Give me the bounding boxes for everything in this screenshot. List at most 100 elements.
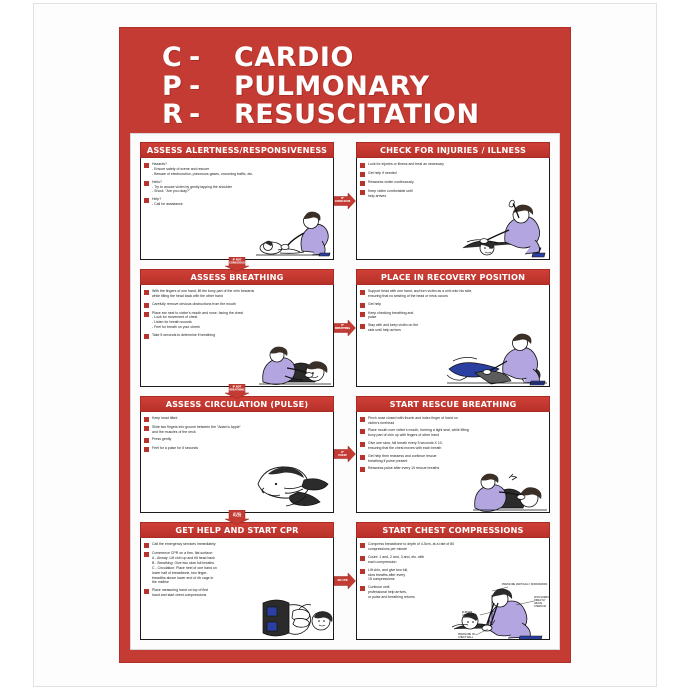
bullet-label: Lift chin, and give two full, slow breat… bbox=[368, 567, 409, 582]
svg-text:ABOVE: ABOVE bbox=[534, 602, 543, 605]
panel-check-injuries: CHECK FOR INJURIES / ILLNESS bbox=[356, 142, 550, 260]
bullet-label: Count: 1 and, 2 and, 3 and, etc. with ea… bbox=[368, 555, 425, 564]
bullet-item: Get help bbox=[360, 302, 546, 308]
svg-text:PRESSURE ON: PRESSURE ON bbox=[458, 633, 476, 636]
title-row-pulmonary: P - PULMONARY bbox=[162, 73, 560, 101]
bullet-list-chest-compressions: Compress breastbone to depth of 4-5cm, a… bbox=[360, 542, 546, 599]
bullet-square-icon bbox=[360, 454, 365, 460]
panel-title-assess-alertness: ASSESS ALERTNESS/RESPONSIVENESS bbox=[140, 142, 334, 159]
bullet-item: Carefully remove obvious obstructions fr… bbox=[144, 302, 330, 308]
svg-text:STERNUM: STERNUM bbox=[534, 605, 546, 608]
title-word-cardio: CARDIO bbox=[234, 42, 354, 74]
bullet-label: Give one slow, full breath every 5 secon… bbox=[368, 441, 443, 450]
arrow-label-do-cpr: DO CPR bbox=[337, 578, 348, 582]
title-dash-2: - bbox=[189, 70, 201, 102]
svg-text:CHEST WALL: CHEST WALL bbox=[458, 636, 474, 639]
bullet-item: Continue until professional help arrives… bbox=[360, 585, 546, 599]
panel-title-chest-compressions: START CHEST COMPRESSIONS bbox=[356, 522, 550, 539]
title-dash-3: - bbox=[189, 99, 201, 131]
bullet-square-icon bbox=[360, 416, 365, 422]
bullet-square-icon bbox=[144, 289, 149, 295]
bullet-list-assess-circulation: Keep head tilted Slide two fingers into … bbox=[144, 416, 330, 453]
panel-chest-compressions: START CHEST COMPRESSIONS bbox=[356, 522, 550, 640]
bullet-label: Place measuring hand on top of first han… bbox=[152, 588, 209, 598]
arrow-if-breathing: IF BREATHING bbox=[334, 319, 356, 337]
poster-title: C - CARDIO P - PULMONARY R - RESUSCITATI… bbox=[130, 28, 560, 133]
title-word-resuscitation: RESUSCITATION bbox=[234, 99, 480, 131]
bullet-square-icon bbox=[360, 289, 365, 295]
bullet-item: Take 5 seconds to determine if breathing bbox=[144, 333, 330, 339]
bullet-square-icon bbox=[144, 543, 149, 549]
bullet-label: Keep checking breathing and pulse bbox=[368, 310, 414, 320]
bullet-label: Get help if needed bbox=[368, 171, 397, 176]
bullet-square-icon bbox=[144, 425, 149, 431]
bullet-square-icon bbox=[144, 198, 149, 204]
panel-assess-breathing: ASSESS BREATHING bbox=[140, 268, 356, 399]
bullet-item: Get help if needed bbox=[360, 171, 546, 178]
bullet-square-icon bbox=[144, 163, 149, 169]
bullet-square-icon bbox=[360, 467, 365, 473]
bullet-square-icon bbox=[360, 568, 365, 574]
panel-get-help-start-cpr: GET HELP AND START CPR bbox=[140, 522, 356, 640]
bullet-item: Reassess pulse after every 10 rescue bre… bbox=[360, 466, 546, 473]
bullet-label: Feel for a pulse for 5 seconds bbox=[152, 446, 199, 451]
panel-body-assess-circulation: Keep head tilted Slide two fingers into … bbox=[140, 411, 334, 514]
bullet-square-icon bbox=[360, 324, 365, 330]
bullet-label: Call the emergency services immediately bbox=[152, 542, 216, 547]
bullet-item: Count: 1 and, 2 and, 3 and, etc. with ea… bbox=[360, 555, 546, 565]
title-word-pulmonary: PULMONARY bbox=[234, 70, 430, 102]
bullet-square-icon bbox=[144, 589, 149, 595]
illustration-victim-recovery-position bbox=[445, 329, 549, 386]
bullet-square-icon bbox=[144, 447, 149, 453]
panel-title-rescue-breathing: START RESCUE BREATHING bbox=[356, 395, 550, 412]
bullet-label: With the fingers of one hand, lift the b… bbox=[152, 288, 255, 298]
illustration-rescuer-examining-victim bbox=[457, 198, 549, 259]
bullet-list-assess-breathing: With the fingers of one hand, lift the b… bbox=[144, 289, 330, 339]
panel-grid: ASSESS ALERTNESS/RESPONSIVENESS bbox=[140, 142, 550, 640]
bullet-item: Get help then reassess and continue resc… bbox=[360, 454, 546, 464]
svg-text:ELBOWS: ELBOWS bbox=[462, 611, 473, 614]
bullet-label: Take 5 seconds to determine if breathing bbox=[152, 332, 216, 337]
bullet-label: Help? - Call for assistance bbox=[152, 197, 183, 206]
arrow-label-if-breathing: IF BREATHING bbox=[334, 324, 351, 330]
bullet-item: Help? - Call for assistance bbox=[144, 197, 330, 207]
bullet-square-icon bbox=[144, 311, 149, 317]
bullet-square-icon bbox=[144, 302, 149, 308]
arrow-label-if-pulse: IF PULSE bbox=[338, 450, 347, 457]
bullet-list-recovery-position: Support head with one hand, and turn vic… bbox=[360, 289, 546, 333]
bullet-item: Give one slow, full breath every 5 secon… bbox=[360, 441, 546, 451]
bullet-label: Get help then reassess and continue resc… bbox=[368, 453, 437, 463]
panel-body-rescue-breathing: Pinch nose closed with thumb and index f… bbox=[356, 411, 550, 514]
bullet-item: Commence CPR on a firm, flat surface: A … bbox=[144, 551, 330, 585]
arrow-if-pulse: IF PULSE bbox=[334, 445, 356, 463]
illustration-hand-placement-compressions bbox=[259, 593, 333, 639]
bullet-square-icon bbox=[360, 543, 365, 549]
panel-title-check-injuries: CHECK FOR INJURIES / ILLNESS bbox=[356, 142, 550, 159]
bullet-list-check-injuries: Look for injuries or illness and treat a… bbox=[360, 162, 546, 199]
panel-body-assess-alertness: Hazards? - Ensure safety of scene and re… bbox=[140, 158, 334, 260]
bullet-label: Commence CPR on a firm, flat surface: A … bbox=[152, 551, 217, 585]
title-letter-p: P bbox=[162, 70, 183, 102]
bullet-square-icon bbox=[144, 333, 149, 339]
illustration-carotid-pulse-check bbox=[246, 462, 332, 510]
bullet-square-icon bbox=[360, 311, 365, 317]
bullet-item: Compress breastbone to depth of 4-5cm, a… bbox=[360, 542, 546, 552]
bullet-label: Compress breastbone to depth of 4-5cm, a… bbox=[368, 542, 455, 552]
bullet-item: Place ear next to victim's mouth and nos… bbox=[144, 311, 330, 330]
bullet-label: Keep head tilted bbox=[152, 415, 178, 420]
bullet-item: Lift chin, and give two full, slow breat… bbox=[360, 568, 546, 582]
bullet-list-assess-alertness: Hazards? - Ensure safety of scene and re… bbox=[144, 162, 330, 207]
bullet-item: Pinch nose closed with thumb and index f… bbox=[360, 416, 546, 426]
arrow-if-not-conscious: IF NOT CONSCIOUS bbox=[222, 256, 252, 272]
bullet-label: Carefully remove obvious obstructions fr… bbox=[152, 301, 236, 306]
bullet-label: Pinch nose closed with thumb and index f… bbox=[368, 415, 458, 425]
arrow-label-if-no-pulse: IF NO PULSE bbox=[232, 512, 242, 518]
bullet-square-icon bbox=[144, 180, 149, 186]
bullet-label: Reassess pulse after every 10 rescue bre… bbox=[368, 466, 440, 471]
panel-body-recovery-position: Support head with one hand, and turn vic… bbox=[356, 284, 550, 387]
content-sheet: ASSESS ALERTNESS/RESPONSIVENESS bbox=[130, 133, 560, 650]
bullet-label: Stay with and keep victim on the side un… bbox=[368, 323, 419, 333]
panel-body-check-injuries: Look for injuries or illness and treat a… bbox=[356, 158, 550, 260]
bullet-label: Hello? - Try to arouse victim by gently … bbox=[152, 179, 233, 194]
